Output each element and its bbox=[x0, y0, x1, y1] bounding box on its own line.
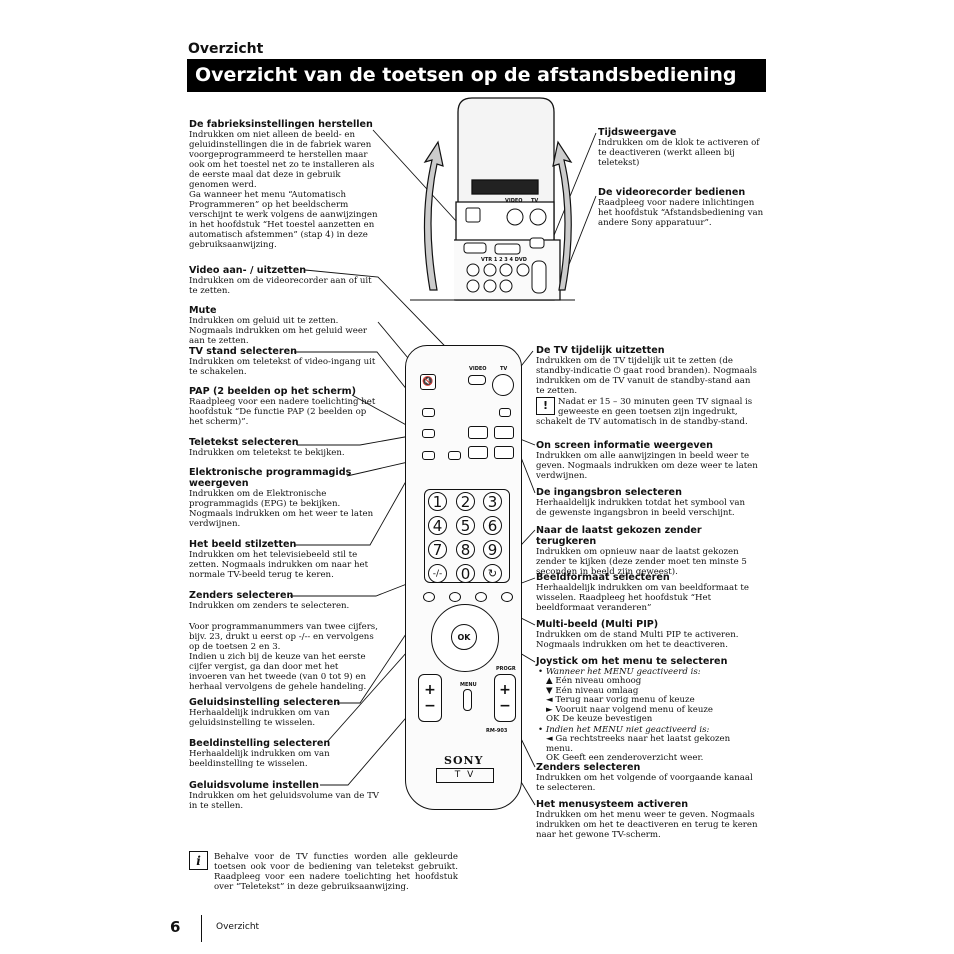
right-block-7: Joystick om het menu te selecteren • Wan… bbox=[536, 656, 758, 764]
page-number: 6 bbox=[170, 918, 181, 936]
tv-mode-button[interactable] bbox=[422, 408, 435, 417]
digit-6[interactable]: 6 bbox=[483, 516, 502, 535]
menu-button[interactable] bbox=[463, 689, 472, 711]
sound-mode-button[interactable] bbox=[423, 592, 435, 602]
joystick-item: ▲ Eén niveau omhoog bbox=[546, 676, 642, 686]
tv-label: TV bbox=[500, 366, 508, 372]
digit-7[interactable]: 7 bbox=[428, 540, 447, 559]
section-header: Overzicht bbox=[188, 41, 264, 57]
note-text: Behalve voor de TV functies worden alle … bbox=[214, 852, 458, 892]
mute-button[interactable]: 🔇 bbox=[420, 374, 436, 390]
menu-label: MENU bbox=[460, 682, 477, 688]
footer-divider bbox=[201, 915, 202, 942]
epg-button[interactable] bbox=[422, 451, 435, 460]
footer-label: Overzicht bbox=[216, 922, 260, 932]
tv-badge: T V bbox=[436, 768, 494, 783]
digit-1[interactable]: 1 bbox=[428, 492, 447, 511]
video-label: VIDEO bbox=[469, 366, 487, 372]
digit-5[interactable]: 5 bbox=[456, 516, 475, 535]
program-button[interactable]: +− bbox=[494, 674, 516, 722]
joystick-active-heading: • Wanneer het MENU geactiveerd is: bbox=[538, 667, 701, 677]
double-digit-button[interactable]: -/- bbox=[428, 564, 447, 583]
top-tv-label: TV bbox=[531, 198, 539, 204]
clock-button[interactable] bbox=[499, 408, 511, 417]
right-block-6: Multi-beeld (Multi PIP)Indrukken om de s… bbox=[536, 619, 739, 650]
digit-8[interactable]: 8 bbox=[456, 540, 475, 559]
input-button[interactable] bbox=[468, 446, 488, 459]
digit-3[interactable]: 3 bbox=[483, 492, 502, 511]
digit-2[interactable]: 2 bbox=[456, 492, 475, 511]
teletext-button[interactable] bbox=[422, 429, 435, 438]
digit-4[interactable]: 4 bbox=[428, 516, 447, 535]
left-block-4: PAP (2 beelden op het scherm)Raadpleeg v… bbox=[189, 386, 376, 427]
warning-icon: ! bbox=[536, 397, 555, 415]
video-power-button[interactable] bbox=[468, 375, 486, 385]
joystick-item: OK De keuze bevestigen bbox=[546, 714, 653, 725]
ok-button[interactable]: OK bbox=[451, 624, 477, 650]
vtr-label: VTR 1 2 3 4 DVD bbox=[481, 257, 527, 263]
freeze-button[interactable] bbox=[448, 451, 461, 460]
model-label: RM-903 bbox=[486, 728, 508, 734]
multipip-top-button[interactable] bbox=[494, 446, 514, 459]
page-title: Overzicht van de toetsen op de afstandsb… bbox=[187, 59, 766, 92]
remote-control: 🔇 VIDEO TV 1 2 3 4 5 6 7 8 9 -/- 0 ↻ OK … bbox=[405, 345, 522, 810]
joystick-inactive-heading: • Indien het MENU niet geactiveerd is: bbox=[538, 724, 710, 735]
mute-icon: 🔇 bbox=[422, 377, 434, 387]
right-block-1: !Nadat er 15 – 30 minuten geen TV signaa… bbox=[536, 397, 753, 427]
picture-mode-button[interactable] bbox=[449, 592, 461, 602]
sony-logo: SONY bbox=[444, 754, 484, 767]
progr-label: PROGR bbox=[496, 666, 516, 672]
joystick-item: ▼ Eén niveau omlaag bbox=[546, 685, 639, 696]
jump-button[interactable]: ↻ bbox=[483, 564, 502, 583]
info-button[interactable] bbox=[494, 426, 514, 439]
volume-button[interactable]: +− bbox=[418, 674, 442, 722]
pap-button[interactable] bbox=[468, 426, 488, 439]
digit-9[interactable]: 9 bbox=[483, 540, 502, 559]
multipip-button[interactable] bbox=[475, 592, 487, 602]
left-block-9: Voor programmanummers van twee cijfers, … bbox=[189, 622, 378, 692]
joystick-item: OK Geeft een zenderoverzicht weer. bbox=[546, 753, 704, 764]
tv-standby-button[interactable] bbox=[492, 374, 514, 396]
top-video-label: VIDEO bbox=[505, 198, 523, 204]
joystick-item: ► Vooruit naar volgend menu of keuze bbox=[546, 704, 713, 715]
joystick-item: ◄ Ga rechtstreeks naar het laatst gekoze… bbox=[546, 733, 731, 754]
joystick-item: ◄ Terug naar vorig menu of keuze bbox=[546, 695, 695, 706]
digit-0[interactable]: 0 bbox=[456, 564, 475, 583]
info-icon: i bbox=[189, 851, 208, 870]
format-button[interactable] bbox=[501, 592, 513, 602]
right-block-4: Naar de laatst gekozen zender terugkeren… bbox=[536, 525, 747, 577]
